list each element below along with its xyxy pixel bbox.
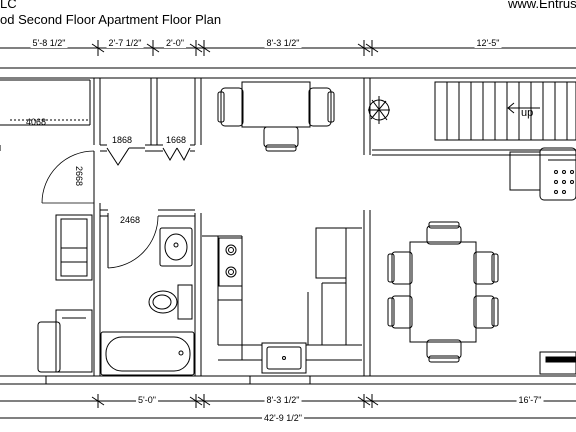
top-dim-3: 2'-0" — [164, 38, 186, 48]
top-dim-1: 5'-8 1/2" — [30, 38, 68, 48]
bathroom-fixtures — [100, 227, 195, 376]
dining-table-top — [217, 81, 335, 152]
stairs — [372, 81, 576, 156]
baseboard-heater — [539, 351, 576, 375]
bath-door — [107, 213, 159, 269]
stair-up-label: up — [521, 107, 534, 119]
header-title-line1: LC — [0, 0, 17, 11]
overall-dimension: 42'-9 1/2" — [262, 413, 304, 423]
landing-area — [0, 79, 91, 126]
bottom-dim-1: 5'-0" — [136, 395, 158, 405]
exterior-walls — [0, 67, 576, 385]
page-title: od Second Floor Apartment Floor Plan — [0, 12, 222, 27]
top-dim-2: 2'-7 1/2" — [106, 38, 144, 48]
door-label-2668: 2668 — [74, 166, 84, 187]
door-label-2468: 2468 — [120, 215, 141, 225]
door-label-1668: 1668 — [166, 135, 187, 145]
entry-door — [41, 150, 95, 204]
kitchen — [202, 227, 362, 374]
dining-table-right — [387, 221, 499, 363]
plant — [368, 96, 390, 124]
top-dimension-line — [0, 40, 576, 56]
bottom-dim-3: 16'-7" — [516, 395, 544, 405]
interior-walls — [0, 78, 371, 376]
bottom-dim-2: 8'-3 1/2" — [264, 395, 302, 405]
heater — [509, 147, 576, 201]
top-dim-4: 8'-3 1/2" — [264, 38, 302, 48]
door-label-4068: 4068 — [26, 117, 47, 127]
door-label-1868: 1868 — [112, 135, 133, 145]
left-room-furniture — [37, 214, 93, 373]
website-link[interactable]: www.Entrus — [508, 0, 576, 11]
top-dim-5: 12'-5" — [474, 38, 502, 48]
closet-doors — [106, 147, 191, 166]
